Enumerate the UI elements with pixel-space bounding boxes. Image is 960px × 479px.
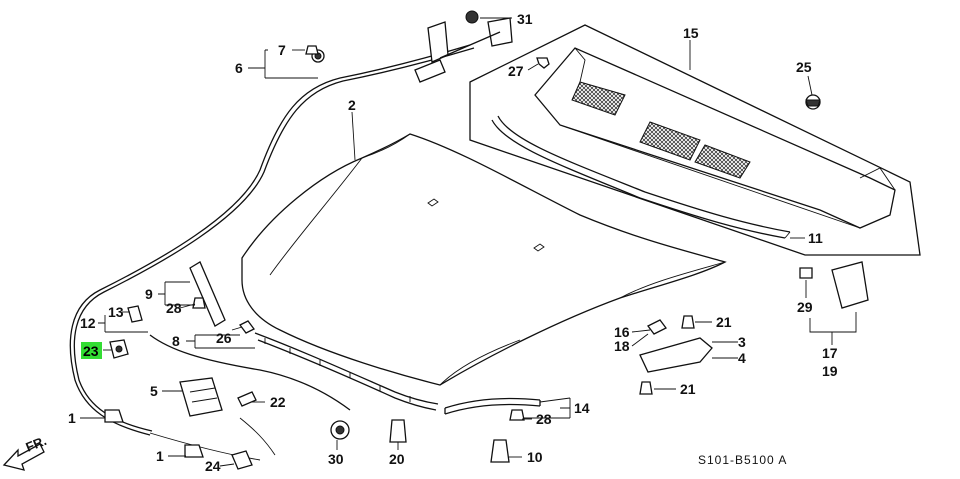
callout-2[interactable]: 2 — [348, 97, 356, 113]
callout-19[interactable]: 19 — [822, 363, 838, 379]
callout-10[interactable]: 10 — [527, 449, 543, 465]
callout-23[interactable]: 23 — [83, 343, 99, 359]
callout-12[interactable]: 12 — [80, 315, 96, 331]
callout-11[interactable]: 11 — [808, 230, 823, 246]
callouts: 31 7 6 2 15 27 25 11 29 17 19 9 28 13 12… — [68, 11, 838, 474]
callout-9[interactable]: 9 — [145, 286, 153, 302]
hood-rear-bracket — [444, 397, 541, 415]
front-direction-arrow: FR. — [2, 433, 49, 471]
callout-6[interactable]: 6 — [235, 60, 243, 76]
hood-panel — [241, 133, 727, 386]
callout-27[interactable]: 27 — [508, 63, 524, 79]
callout-1-bottom[interactable]: 1 — [156, 448, 164, 464]
callout-23-highlight — [81, 342, 102, 359]
callout-20[interactable]: 20 — [389, 451, 405, 467]
callout-14[interactable]: 14 — [574, 400, 590, 416]
callout-8[interactable]: 8 — [172, 333, 180, 349]
callout-28-right[interactable]: 28 — [536, 411, 552, 427]
callout-28-left[interactable]: 28 — [166, 300, 182, 316]
callout-21-bottom[interactable]: 21 — [680, 381, 696, 397]
callout-16[interactable]: 16 — [614, 324, 630, 340]
callout-17[interactable]: 17 — [822, 345, 838, 361]
callout-31[interactable]: 31 — [517, 11, 533, 27]
callout-13[interactable]: 13 — [108, 304, 124, 320]
callout-15[interactable]: 15 — [683, 25, 699, 41]
callout-7[interactable]: 7 — [278, 42, 286, 58]
callout-18[interactable]: 18 — [614, 338, 630, 354]
callout-29[interactable]: 29 — [797, 299, 813, 315]
direction-label: FR. — [24, 433, 49, 455]
callout-26[interactable]: 26 — [216, 330, 232, 346]
callout-22[interactable]: 22 — [270, 394, 286, 410]
callout-30[interactable]: 30 — [328, 451, 344, 467]
leader-lines — [80, 17, 857, 467]
callout-3[interactable]: 3 — [738, 334, 746, 350]
callout-5[interactable]: 5 — [150, 383, 158, 399]
cable-bracket-top — [311, 10, 513, 83]
callout-1-left[interactable]: 1 — [68, 410, 76, 426]
callout-4[interactable]: 4 — [738, 350, 746, 366]
callout-25[interactable]: 24 — [205, 458, 221, 474]
cowl-assembly-frame — [469, 24, 921, 256]
diagram-code: S101-B5100 A — [698, 453, 787, 467]
small-parts — [104, 45, 869, 470]
callout-24[interactable]: 25 — [796, 59, 812, 75]
hood-seal-strip — [254, 332, 439, 411]
release-cable — [69, 44, 475, 461]
callout-21-top[interactable]: 21 — [716, 314, 732, 330]
